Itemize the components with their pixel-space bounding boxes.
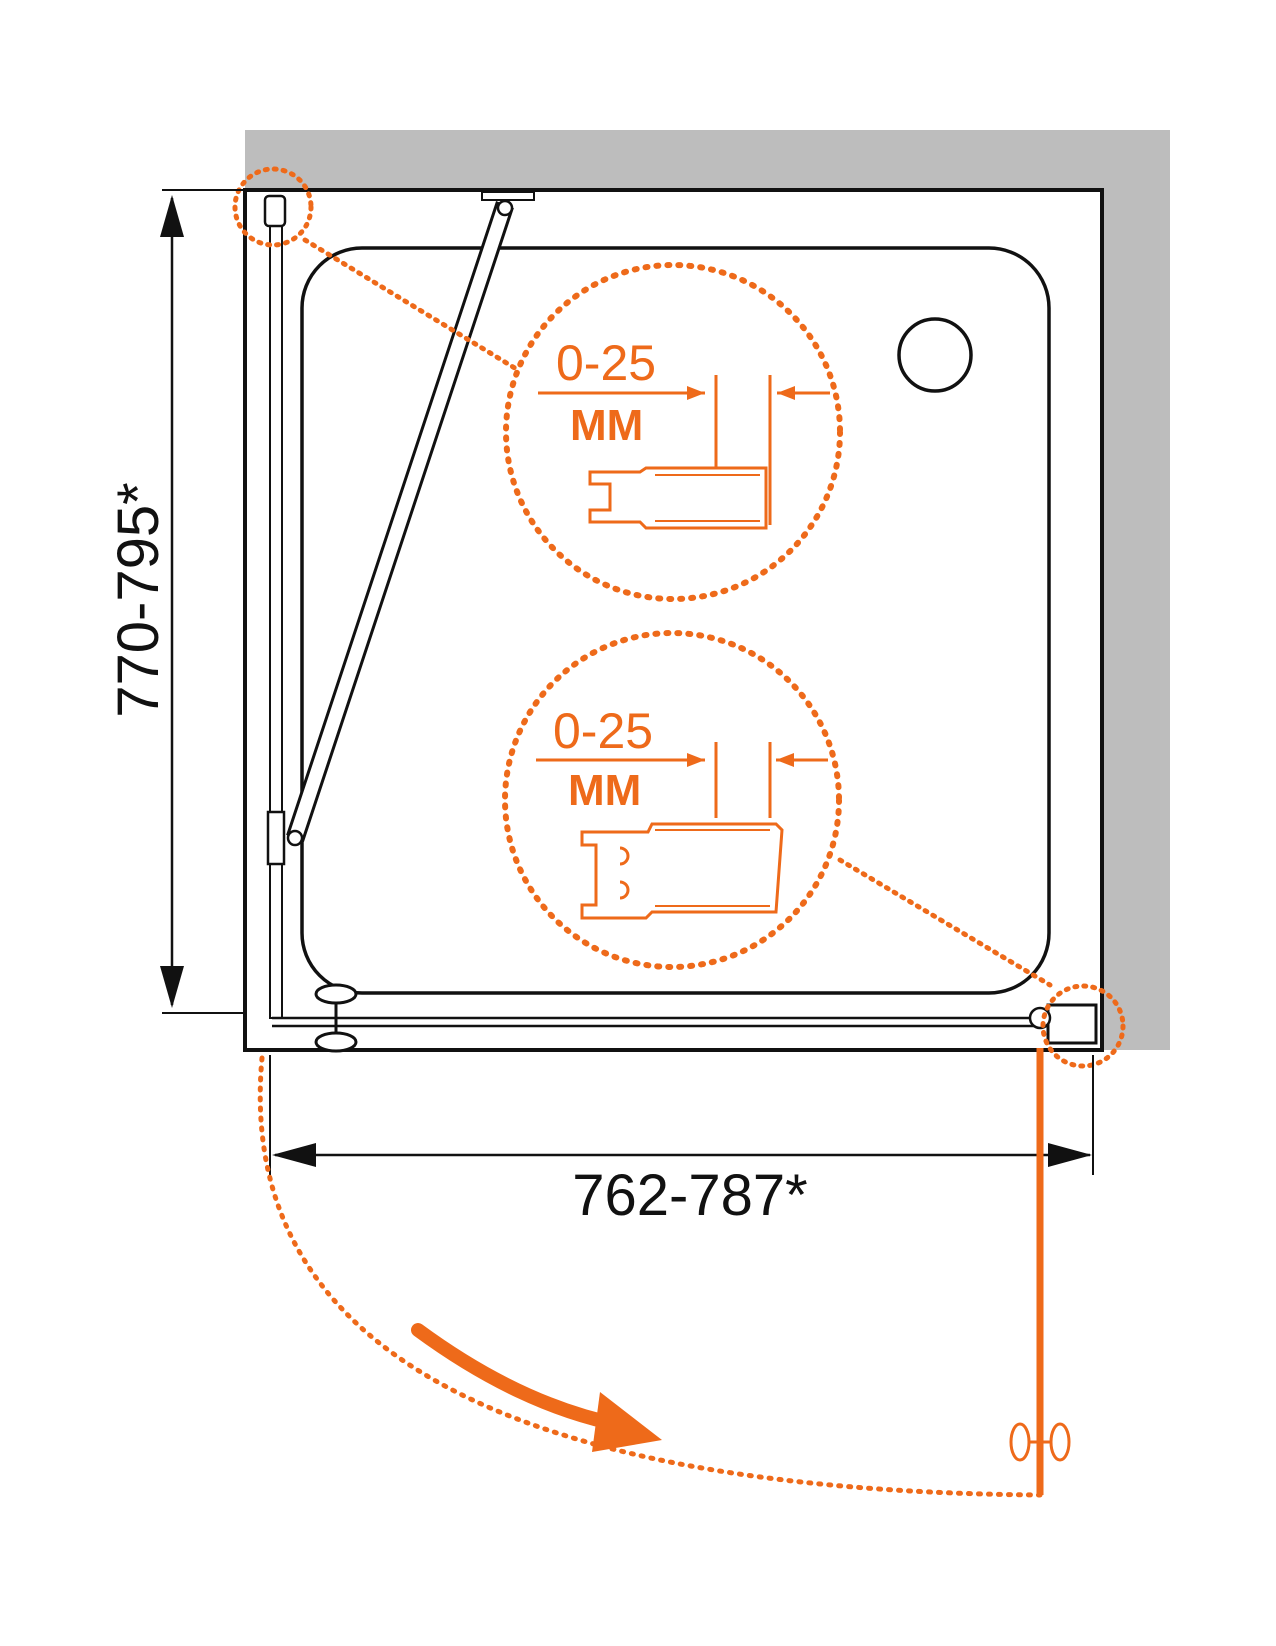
door-knob-icon-open <box>1009 1422 1071 1462</box>
door-knob-icon <box>314 983 358 1053</box>
top-detail-range: 0-25 <box>556 335 656 391</box>
top-detail-callout: 0-25 MM <box>503 262 843 602</box>
top-left-callout <box>232 166 521 373</box>
width-dimension-label: 762-787* <box>572 1163 807 1228</box>
swing-direction-arrow-icon <box>411 1323 662 1452</box>
wall <box>245 130 1170 1050</box>
bottom-detail-range: 0-25 <box>553 703 653 759</box>
shower-basin <box>300 246 1051 995</box>
width-dimension <box>269 1055 1094 1175</box>
hinge-detail <box>1028 1003 1098 1045</box>
bottom-right-callout <box>837 857 1126 1069</box>
top-detail-unit: MM <box>570 401 643 450</box>
height-dimension <box>160 189 245 1014</box>
bottom-detail-unit: MM <box>568 766 641 815</box>
circle-drain-icon <box>897 317 973 393</box>
height-dimension-label: 770-795* <box>106 482 171 717</box>
left-wall-profile <box>263 194 287 1019</box>
support-bar <box>286 191 535 847</box>
bottom-detail-callout: 0-25 MM <box>502 630 842 970</box>
bottom-glass-line <box>272 1016 1040 1028</box>
door-swing-path <box>257 1055 1043 1498</box>
